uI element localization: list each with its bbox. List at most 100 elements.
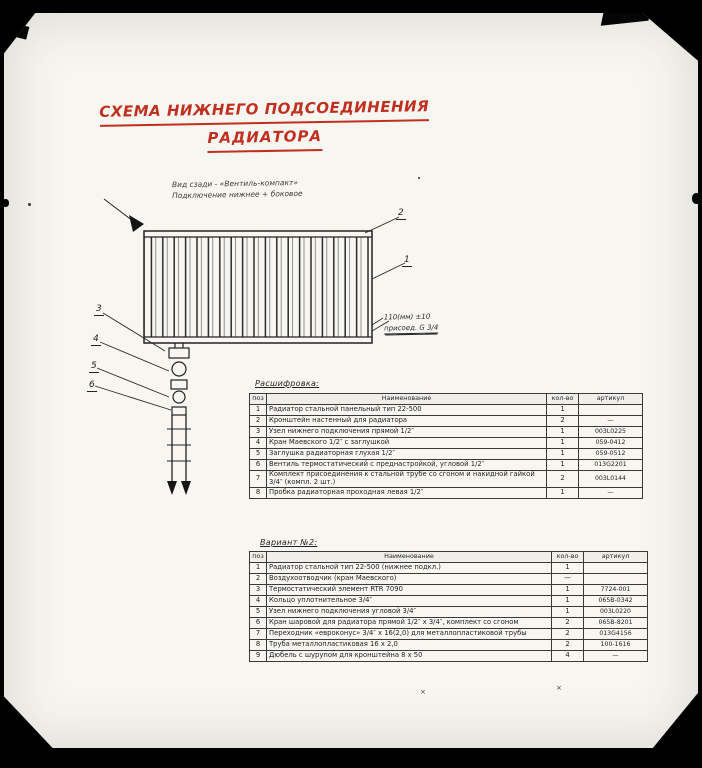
table-cell: 2 <box>551 639 584 651</box>
table-cell: Радиатор стальной панельный тип 22-500 <box>266 404 547 416</box>
table2-caption: Вариант №2: <box>260 538 318 547</box>
callout-3: 3 <box>94 304 104 316</box>
table-cell: Кран шаровой для радиатора прямой 1/2″ х… <box>266 617 552 629</box>
scan-blot <box>692 193 698 204</box>
callout-6: 6 <box>87 380 97 392</box>
table-cell <box>583 562 648 574</box>
table-cell: Вентиль термостатический с преднастройко… <box>266 459 547 471</box>
table-cell: 3 <box>249 426 267 438</box>
table-cell: 5 <box>249 448 267 460</box>
table-cell <box>583 573 648 585</box>
table-cell: 4 <box>249 437 267 449</box>
column-header: поз <box>249 551 267 563</box>
callout-4: 4 <box>91 334 101 346</box>
table-cell: 6 <box>249 617 267 629</box>
table-cell: 4 <box>551 650 584 662</box>
table-cell: 2 <box>249 573 267 585</box>
table-cell: 013G2201 <box>578 459 643 471</box>
table-cell <box>578 404 643 416</box>
scan-blot <box>4 199 9 207</box>
table-cell: Кронштейн настенный для радиатора <box>266 415 547 427</box>
table-cell: 065B-0342 <box>583 595 648 607</box>
page-title: СХЕМА НИЖНЕГО ПОДСОЕДИНЕНИЯ РАДИАТОРА <box>92 94 438 155</box>
table-cell: 1 <box>551 595 584 607</box>
valve-assembly <box>167 343 191 495</box>
column-header: кол-во <box>551 551 584 563</box>
table-cell: 1 <box>551 584 584 596</box>
table-cell: 6 <box>249 459 267 471</box>
callout-2: 2 <box>396 208 406 220</box>
scan-blot <box>11 23 30 40</box>
table-cell: 2 <box>546 470 579 488</box>
table-cell: 7 <box>249 628 267 640</box>
table-cell: Труба металлопластиковая 16 х 2,0 <box>266 639 552 651</box>
table-cell: — <box>551 573 584 585</box>
table-cell: 1 <box>249 404 267 416</box>
table-cell: 059-0412 <box>578 437 643 449</box>
ink-speck <box>418 177 420 179</box>
callout-5: 5 <box>89 361 99 373</box>
table-cell: 100-1616 <box>583 639 648 651</box>
table-cell: 2 <box>249 415 267 427</box>
column-header: артикул <box>583 551 648 563</box>
table-cell: Термостатический элемент RTR 7090 <box>266 584 552 596</box>
dimension-note-line-2: присоед. G 3/4 <box>383 322 439 335</box>
table-cell: 1 <box>546 426 579 438</box>
callout-1: 1 <box>402 255 412 267</box>
table-cell: 2 <box>551 617 584 629</box>
table-cell: 059-0512 <box>578 448 643 460</box>
table1-caption: Расшифровка: <box>255 379 320 388</box>
table-cell: 1 <box>249 562 267 574</box>
table-cell: 003L0144 <box>578 470 643 488</box>
table-cell: Пробка радиаторная проходная левая 1/2″ <box>266 486 547 499</box>
title-line-2: РАДИАТОРА <box>207 125 323 153</box>
table-cell: 1 <box>551 606 584 618</box>
table-cell: 013G4156 <box>583 628 648 640</box>
table-cell: Узел нижнего подключения угловой 3/4″ <box>266 606 552 618</box>
table-cell: Комплект присоединения к стальной трубе … <box>266 470 547 488</box>
table-cell: Переходник «евроконус» 3/4″ х 16(2,0) дл… <box>266 628 552 640</box>
dimension-note-line-1: 110(мм) ±10 <box>383 312 431 322</box>
ink-speck <box>28 203 31 206</box>
ink-speck: × <box>420 688 426 696</box>
table-cell: — <box>583 650 648 662</box>
table-cell: Дюбель с шурупом для кронштейна 8 х 50 <box>266 650 552 662</box>
table-cell: 003L0220 <box>583 606 648 618</box>
table-cell: 8 <box>249 486 267 499</box>
table-cell: Кран Маевского 1/2″ с заглушкой <box>266 437 547 449</box>
column-header: кол-во <box>546 393 579 405</box>
table-cell: 065B-8201 <box>583 617 648 629</box>
document-page: СХЕМА НИЖНЕГО ПОДСОЕДИНЕНИЯ РАДИАТОРА Ви… <box>4 13 698 748</box>
column-header: артикул <box>578 393 643 405</box>
table-cell: 5 <box>249 606 267 618</box>
table-cell: 3 <box>249 584 267 596</box>
table-cell: 8 <box>249 639 267 651</box>
table-cell: 003L0225 <box>578 426 643 438</box>
table-cell: 4 <box>249 595 267 607</box>
callout-leaders <box>94 216 406 411</box>
table-cell: Радиатор стальной тип 22-500 (нижнее под… <box>266 562 552 574</box>
radiator-body <box>143 230 373 344</box>
scan-blot <box>600 13 652 26</box>
table-cell: 1 <box>546 486 579 499</box>
